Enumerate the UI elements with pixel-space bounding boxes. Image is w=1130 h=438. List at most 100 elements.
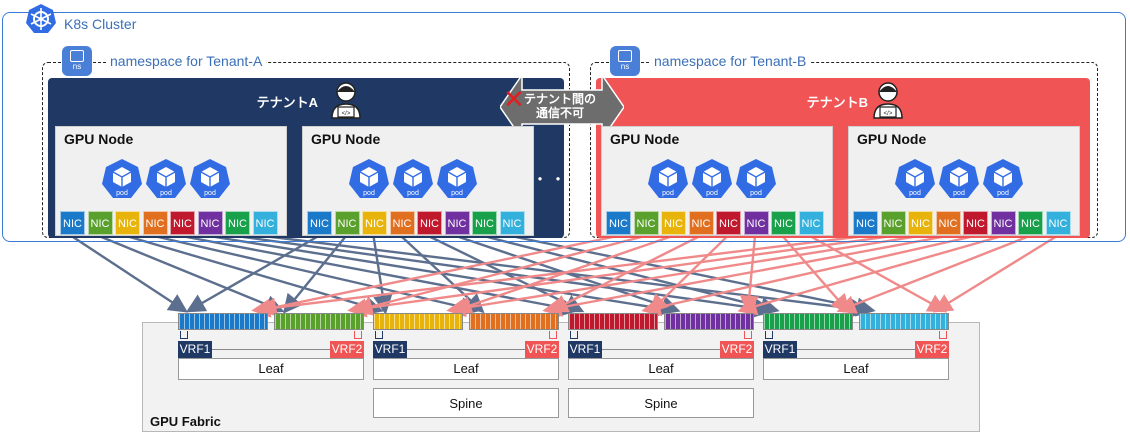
port-connector <box>765 331 773 339</box>
k8s-cluster-frame <box>2 12 1126 242</box>
namespace-a-label: namespace for Tenant-A <box>106 53 267 69</box>
leaf-port-strip <box>859 313 949 330</box>
svg-text:pod: pod <box>363 190 375 197</box>
leaf-port-strip <box>664 313 754 330</box>
pod-icon: pod <box>188 157 232 201</box>
nic-port: NIC <box>963 211 988 235</box>
user-icon: </> <box>330 80 362 125</box>
svg-text:pod: pod <box>407 190 419 197</box>
svg-text:pod: pod <box>909 190 921 197</box>
vrf2-label: VRF2 <box>330 341 364 358</box>
vrf-link-line <box>602 349 720 350</box>
svg-text:pod: pod <box>706 190 718 197</box>
spine-switch-1: Spine <box>373 388 559 418</box>
port-connector <box>375 331 383 339</box>
leaf-switch: Leaf <box>763 358 949 380</box>
gpu-node-title: GPU Node <box>610 131 680 147</box>
nic-port: NIC <box>472 211 497 235</box>
leaf-port-strip <box>373 313 463 330</box>
vrf1-label: VRF1 <box>373 341 407 358</box>
vrf-link-line <box>797 349 915 350</box>
gpu-node-title: GPU Node <box>311 131 381 147</box>
nic-port: NIC <box>142 211 168 235</box>
tenant-b-title: テナントB <box>806 95 868 110</box>
nic-port: NIC <box>908 211 933 235</box>
nic-leaf-link <box>282 235 347 314</box>
leaf-port-strip <box>568 313 658 330</box>
nic-port: NIC <box>688 211 714 235</box>
nic-leaf-link <box>70 234 189 313</box>
pod-icon: pod <box>893 157 937 201</box>
nic-port: NIC <box>362 211 387 235</box>
nic-port: NIC <box>499 211 525 235</box>
vrf1-label: VRF1 <box>178 341 212 358</box>
port-connector <box>744 331 752 339</box>
nic-port: NIC <box>771 211 796 235</box>
pod-icon: pod <box>144 157 188 201</box>
nic-leaf-link <box>542 234 948 317</box>
nic-port: NIC <box>606 211 631 235</box>
pod-icon: pod <box>391 157 435 201</box>
nic-leaf-link <box>836 234 1030 314</box>
pod-icon: pod <box>435 157 479 201</box>
spine-switch-2: Spine <box>568 388 754 418</box>
svg-text:pod: pod <box>116 190 128 197</box>
gpu-node-title: GPU Node <box>857 131 927 147</box>
user-icon: </> <box>872 80 904 125</box>
nic-port: NIC <box>60 211 85 235</box>
nic-leaf-link <box>98 234 285 314</box>
tenant-a-title: テナントA <box>256 95 318 110</box>
vrf2-label: VRF2 <box>525 341 559 358</box>
pod-icon: pod <box>347 157 391 201</box>
pod-icon: pod <box>937 157 981 201</box>
cluster-label: K8s Cluster <box>60 16 141 32</box>
leaf-label: Leaf <box>453 361 479 376</box>
leaf-port-strip <box>763 313 853 330</box>
port-connector <box>939 331 947 339</box>
nic-port: NIC <box>87 211 113 235</box>
port-connector <box>570 331 578 339</box>
nic-port: NIC <box>444 211 470 235</box>
isolation-x-mark: ✕ <box>503 84 525 114</box>
isolation-label: テナント間の 通信不可 <box>524 92 597 120</box>
nic-leaf-link <box>185 234 320 313</box>
nic-port: NIC <box>334 211 360 235</box>
nic-leaf-link <box>347 234 893 318</box>
leaf-port-strip <box>178 313 268 330</box>
leaf-switch: Leaf <box>568 358 754 380</box>
pod-icon: pod <box>734 157 778 201</box>
nic-port: NIC <box>633 211 659 235</box>
svg-text:pod: pod <box>997 190 1009 197</box>
nic-leaf-link <box>641 234 975 317</box>
vrf1-label: VRF1 <box>568 341 602 358</box>
pod-icon: pod <box>981 157 1025 201</box>
nic-port: NIC <box>661 211 686 235</box>
nic-leaf-link <box>181 234 579 317</box>
gpu-node-title: GPU Node <box>64 131 134 147</box>
nic-leaf-link <box>251 234 865 318</box>
leaf-port-strip <box>274 313 364 330</box>
svg-text:pod: pod <box>662 190 674 197</box>
spine-label: Spine <box>449 396 483 411</box>
nic-port: NIC <box>743 211 769 235</box>
nic-leaf-link <box>372 235 393 315</box>
nic-port: NIC <box>935 211 961 235</box>
nic-port: NIC <box>170 211 195 235</box>
vrf1-label: VRF1 <box>763 341 797 358</box>
spine-label: Spine <box>644 396 678 411</box>
nic-port: NIC <box>307 211 332 235</box>
leaf-switch: Leaf <box>373 358 559 380</box>
leaf-switch: Leaf <box>178 358 364 380</box>
gpu-fabric-title: GPU Fabric <box>150 414 221 429</box>
nic-port: NIC <box>716 211 741 235</box>
leaf-port-strip <box>469 313 559 330</box>
nic-port: NIC <box>1045 211 1071 235</box>
kubernetes-icon <box>24 2 58 36</box>
nic-leaf-link <box>737 234 1003 316</box>
nic-port: NIC <box>1018 211 1043 235</box>
